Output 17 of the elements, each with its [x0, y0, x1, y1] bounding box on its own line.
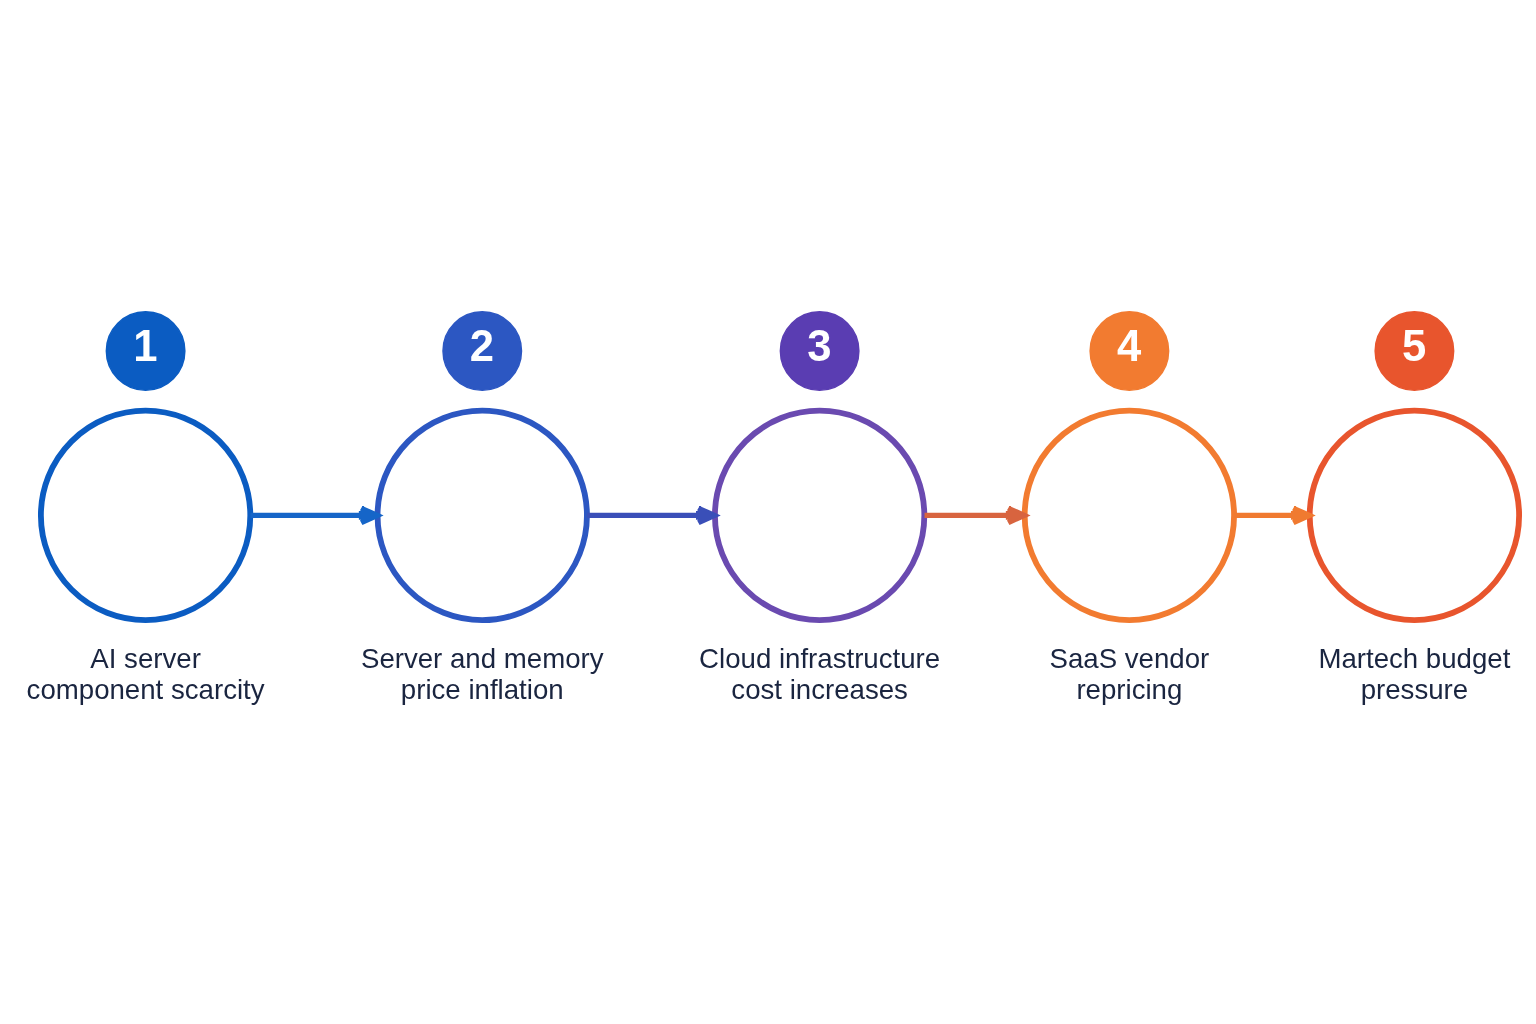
- node-label: Martech budget pressure: [1318, 642, 1511, 705]
- node-label: AI server component scarcity: [26, 642, 265, 705]
- node-circle: [38, 407, 254, 623]
- node-circle: 1: [105, 310, 186, 391]
- node-label: SaaS vendor repricing: [1049, 642, 1210, 705]
- arrow: [587, 505, 718, 525]
- node-circle: 2: [442, 310, 523, 391]
- arrow: [1234, 505, 1313, 525]
- node-circle: [374, 407, 590, 623]
- node-circle: [1306, 407, 1522, 623]
- node-label: Cloud infrastructure cost increases: [699, 642, 941, 705]
- node-circle: 4: [1089, 310, 1170, 391]
- node-circle: 3: [779, 310, 860, 391]
- node-circle: [712, 407, 928, 623]
- node-circle: [1021, 407, 1237, 623]
- node-label: Server and memory price inflation: [360, 642, 604, 705]
- node-circle: 5: [1374, 310, 1455, 391]
